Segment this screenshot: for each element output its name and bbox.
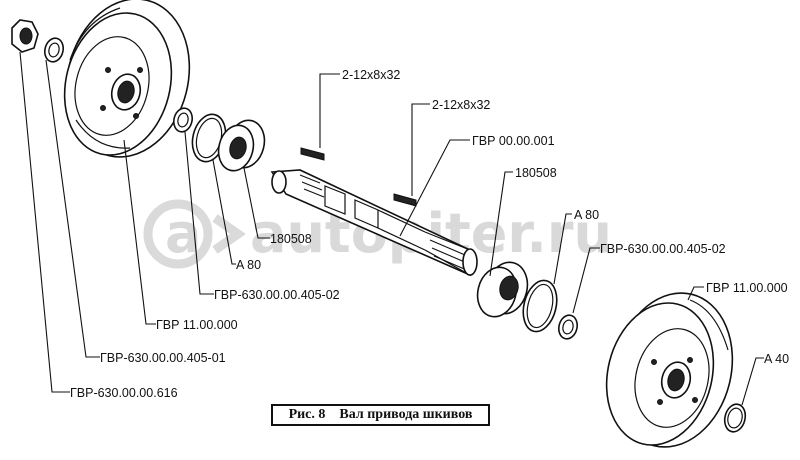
- key-top: [300, 147, 325, 161]
- pulley-left: [63, 0, 191, 158]
- label-pulley-right: ГВР 11.00.000: [706, 281, 788, 295]
- label-shaft: ГВР 00.00.001: [472, 134, 555, 148]
- label-ring-a80-right: A 80: [574, 208, 599, 222]
- washer-02-right: [557, 314, 579, 340]
- retaining-ring-a80-right: [522, 279, 558, 333]
- retaining-ring-a40: [723, 403, 747, 433]
- pulley-right: [605, 292, 734, 448]
- label-bearing-right: 180508: [515, 166, 557, 180]
- label-ring-a40: A 40: [764, 352, 789, 366]
- label-pulley-left: ГВР 11.00.000: [156, 318, 238, 332]
- label-bearing-left: 180508: [270, 232, 312, 246]
- nut-left: [11, 19, 39, 53]
- caption-figure-number: Рис. 8: [288, 407, 326, 422]
- label-ring-a80-left: A 80: [236, 258, 261, 272]
- shaft: [270, 169, 478, 277]
- label-key-top: 2-12x8x32: [342, 68, 400, 82]
- label-washer-left: ГВР-630.00.00.405-02: [214, 288, 340, 302]
- svg-text:a: a: [165, 202, 201, 265]
- figure-caption: Рис. 8 Вал привода шкивов: [271, 404, 490, 426]
- washer-02-left: [172, 107, 194, 133]
- label-nut: ГВР-630.00.00.616: [70, 386, 178, 400]
- label-key-right: 2-12x8x32: [432, 98, 490, 112]
- bearing-180508-right: [476, 261, 529, 318]
- label-washer-right: ГВР-630.00.00.405-02: [600, 242, 726, 256]
- bearing-180508-left: [217, 119, 266, 172]
- washer-01-left: [43, 37, 65, 63]
- leader-lines: [19, 51, 764, 406]
- caption-title: Вал привода шкивов: [339, 407, 473, 422]
- label-washer-01: ГВР-630.00.00.405-01: [100, 351, 226, 365]
